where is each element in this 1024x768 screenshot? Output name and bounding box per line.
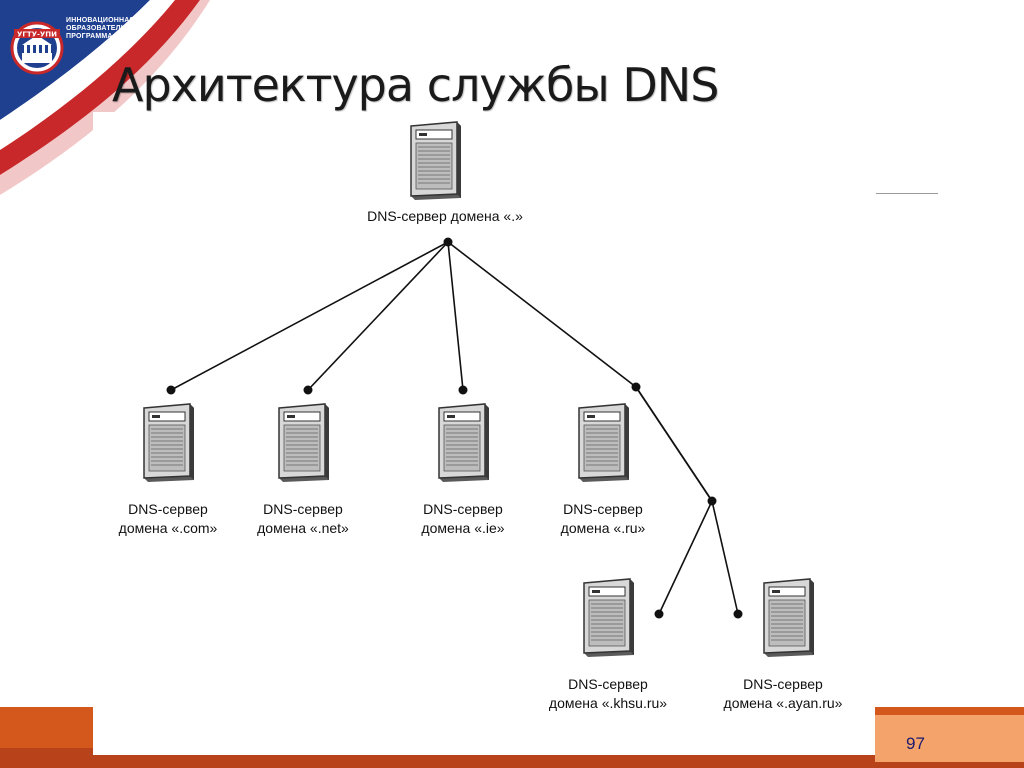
server-net [273,402,331,484]
label-ie: DNS-сервер домена «.ie» [383,500,543,538]
page-number-box [875,715,1024,762]
label-net-line1: DNS-сервер [263,501,343,517]
node-junction-root [443,237,453,247]
logo-caption: ИННОВАЦИОННАЯ ОБРАЗОВАТЕЛЬНАЯ ПРОГРАММА [66,17,146,41]
edge-ru-trunk-ayan [635,386,713,502]
label-ru: DNS-сервер домена «.ru» [523,500,683,538]
logo-line-1: ИННОВАЦИОННАЯ [66,17,135,24]
university-logo: УГТУ-УПИ ИННОВАЦИОННАЯ ОБРАЗОВАТЕЛЬНАЯ П… [10,15,142,85]
label-ayan-line1: DNS-сервер [743,676,823,692]
label-ayan-line2: домена «.ayan.ru» [723,695,843,711]
edge-ru-khsu [658,500,713,615]
edge-root-ie [447,241,464,391]
node-connector-ie [458,385,468,395]
logo-line-3: ПРОГРАММА [66,33,113,40]
slide-title: Архитектура службы DNS [112,58,719,112]
server-icon [578,577,636,659]
label-com-line2: домена «.com» [118,520,218,536]
server-icon [433,402,491,484]
label-ayan: DNS-сервер домена «.ayan.ru» [703,675,863,713]
label-com-line1: DNS-сервер [128,501,208,517]
dns-architecture-diagram: DNS-сервер домена «.» DNS-сервер домена … [93,112,875,755]
label-net: DNS-сервер домена «.net» [223,500,383,538]
label-root-line1: DNS-сервер домена «.» [367,208,523,224]
server-com [138,402,196,484]
node-junction-ru [707,496,717,506]
label-ru-line1: DNS-сервер [563,501,643,517]
node-connector-ru [631,382,641,392]
node-connector-net [303,385,313,395]
decorative-rule [876,193,938,194]
server-ie [433,402,491,484]
server-root [405,120,463,202]
label-khsu-line2: домена «.khsu.ru» [548,695,668,711]
server-icon [405,120,463,202]
diagram-edges [166,237,743,619]
logo-line-2: ОБРАЗОВАТЕЛЬНАЯ [66,25,142,32]
node-connector-ayan [733,609,743,619]
edge-root-com [170,241,449,391]
server-ru [573,402,631,484]
label-khsu-line1: DNS-сервер [568,676,648,692]
label-ru-line2: домена «.ru» [560,520,646,536]
emblem-lettering: УГТУ-УПИ [17,31,57,39]
node-connector-com [166,385,176,395]
label-ie-line1: DNS-сервер [423,501,503,517]
edge-ru-ayan [711,500,739,615]
server-icon [758,577,816,659]
label-khsu: DNS-сервер домена «.khsu.ru» [528,675,688,713]
label-ie-line2: домена «.ie» [421,520,505,536]
university-emblem-icon: УГТУ-УПИ [10,21,64,75]
edge-root-ru [447,241,637,388]
server-khsu [578,577,636,659]
label-root: DNS-сервер домена «.» [355,207,535,226]
node-connector-khsu [654,609,664,619]
server-icon [573,402,631,484]
page-number: 97 [906,734,925,753]
server-ayan [758,577,816,659]
server-icon [138,402,196,484]
server-icon [273,402,331,484]
label-net-line2: домена «.net» [257,520,349,536]
edge-root-net [307,241,449,391]
label-com: DNS-сервер домена «.com» [88,500,248,538]
